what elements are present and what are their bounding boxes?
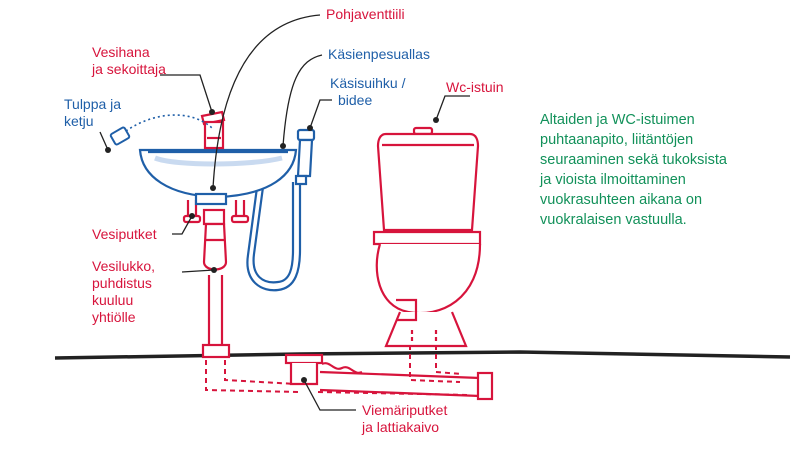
note-line-3: seuraaminen sekä tukoksista xyxy=(540,152,727,168)
label-tulppa-line-1: Tulppa ja xyxy=(64,96,122,112)
label-vesihana-line-1: Vesihana xyxy=(92,44,150,60)
leader-vesihana xyxy=(160,74,213,113)
note-line-5: vuokrasuhteen aikana on xyxy=(540,192,703,208)
label-vesilukko-line-2: puhdistus xyxy=(92,275,152,291)
leader-tulppa xyxy=(99,131,109,151)
label-vesihana: Vesihana ja sekoittaja xyxy=(92,44,166,78)
label-vesiputket: Vesiputket xyxy=(92,226,157,242)
toilet xyxy=(372,126,482,348)
sink-floor-fitting xyxy=(201,343,231,359)
label-tulppa: Tulppa ja ketju xyxy=(64,96,121,130)
sewer-pipe xyxy=(319,370,494,401)
note-line-1: Altaiden ja WC-istuimen xyxy=(540,112,695,128)
leader-wc xyxy=(435,95,470,121)
note-line-4: ja vioista ilmoittaminen xyxy=(540,172,686,188)
note-line-6: vuokralaisen vastuulla. xyxy=(540,212,687,228)
leader-dots xyxy=(105,109,439,383)
label-viemariputket-line-2: ja lattiakaivo xyxy=(362,419,440,435)
leader-kasienpesuallas xyxy=(282,54,323,147)
leader-lines xyxy=(99,14,470,411)
leader-vesiputket xyxy=(172,215,193,235)
label-viemariputket-line-1: Viemäriputket xyxy=(362,402,448,418)
leader-vesilukko xyxy=(181,269,215,273)
plug-chain xyxy=(109,114,213,146)
leader-viemari xyxy=(303,379,356,411)
label-kasisuihku-line-2: bidee xyxy=(338,92,373,108)
label-kasisuihku-line-1: Käsisuihku / xyxy=(330,75,406,91)
leader-kasisuihku xyxy=(309,99,332,129)
label-pohjaventtiili: Pohjaventtiili xyxy=(326,6,405,22)
label-vesihana-line-2: ja sekoittaja xyxy=(92,61,166,77)
hand-shower xyxy=(294,128,316,186)
sink-basin xyxy=(138,148,298,206)
label-kasienpesuallas: Käsienpesuallas xyxy=(328,46,430,62)
label-vesilukko: Vesilukko, puhdistus kuuluu yhtiölle xyxy=(92,258,155,326)
shower-hose xyxy=(246,149,302,292)
label-vesilukko-line-4: yhtiölle xyxy=(92,309,136,325)
label-viemariputket: Viemäriputket ja lattiakaivo xyxy=(362,402,447,436)
label-kasisuihku: Käsisuihku / bidee xyxy=(330,75,405,109)
responsibility-note: Altaiden ja WC-istuimen puhtaanapito, li… xyxy=(540,110,790,230)
label-vesilukko-line-1: Vesilukko, xyxy=(92,258,156,274)
floor-drain xyxy=(284,353,363,386)
label-tulppa-line-2: ketju xyxy=(64,113,94,129)
floor-line xyxy=(54,350,791,360)
leader-pohjaventtiili xyxy=(212,14,321,189)
label-wc-istuin: Wc-istuin xyxy=(446,79,504,95)
label-vesilukko-line-3: kuuluu xyxy=(92,292,134,308)
water-trap xyxy=(202,208,228,271)
note-line-2: puhtaanapito, liitäntöjen xyxy=(540,132,694,148)
water-pipes xyxy=(182,200,250,224)
waste-pipe xyxy=(207,275,224,345)
